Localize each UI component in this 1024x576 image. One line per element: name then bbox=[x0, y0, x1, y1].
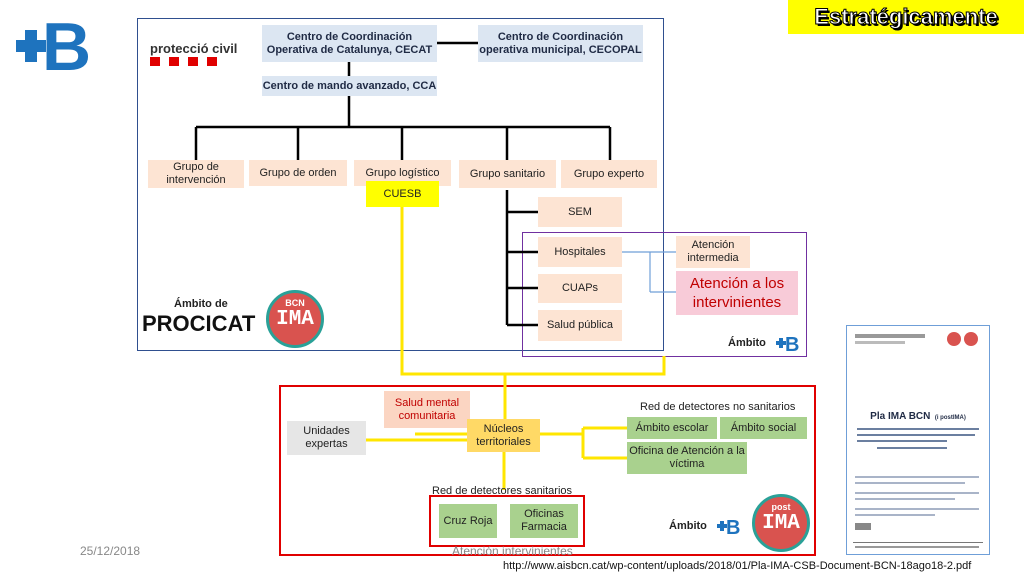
procicat-ambito-label: Ámbito de bbox=[174, 298, 228, 310]
plus-b-logo-icon: B bbox=[717, 517, 740, 539]
node-atencion-intervinientes: Atención a los intervinientes bbox=[676, 271, 798, 315]
ima-badge-procicat: BCN IMA bbox=[266, 290, 324, 348]
procicat-title: PROCICAT bbox=[142, 311, 256, 336]
plus-b-logo-icon: B bbox=[776, 334, 799, 356]
document-text-line bbox=[877, 447, 947, 449]
node-cecat: Centro de Coordinación Operativa de Cata… bbox=[262, 25, 437, 62]
node-cuesb: CUESB bbox=[366, 181, 439, 207]
logo-b-letter: B bbox=[42, 9, 92, 85]
proteccio-civil-stripes-icon bbox=[150, 57, 217, 66]
plus-b-logo-icon bbox=[16, 30, 46, 62]
document-header-bar-2 bbox=[855, 341, 905, 344]
proteccio-civil-logo: protecció civil bbox=[150, 40, 250, 70]
ima-badge-main: IMA bbox=[276, 308, 314, 331]
ima-badge-post-main: IMA bbox=[762, 512, 800, 535]
ambito-label-1: Ámbito bbox=[728, 337, 766, 349]
node-sem: SEM bbox=[538, 197, 622, 227]
footer-url[interactable]: http://www.aisbcn.cat/wp-content/uploads… bbox=[503, 560, 972, 572]
document-text-line bbox=[855, 492, 979, 494]
barcelona-logo: B bbox=[16, 9, 96, 85]
node-grupo-orden: Grupo de orden bbox=[249, 160, 347, 186]
node-salud-publica: Salud pública bbox=[538, 310, 622, 341]
small-b-logo-2: B bbox=[717, 516, 745, 539]
node-cecopal: Centro de Coordinación operativa municip… bbox=[478, 25, 643, 62]
node-salud-mental: Salud mental comunitaria bbox=[384, 391, 470, 428]
document-footer-text bbox=[855, 546, 979, 548]
node-ambito-social: Ámbito social bbox=[720, 417, 807, 439]
document-cc-icon bbox=[855, 523, 871, 530]
node-atencion-intermedia: Atención intermedia bbox=[676, 236, 750, 268]
node-ambito-escolar: Ámbito escolar bbox=[627, 417, 717, 439]
node-grupo-intervencion: Grupo de intervención bbox=[148, 160, 244, 188]
document-text-line bbox=[855, 498, 955, 500]
proteccio-civil-text: protecció civil bbox=[150, 41, 238, 56]
node-cuaps: CUAPs bbox=[538, 274, 622, 303]
node-oficinas-farmacia: Oficinas Farmacia bbox=[510, 504, 578, 538]
document-header-bar bbox=[855, 334, 925, 338]
ima-badge-post: post IMA bbox=[752, 494, 810, 552]
document-ima-mini-icon-2 bbox=[964, 332, 978, 346]
document-text-line bbox=[857, 428, 979, 430]
document-title-block: Pla IMA BCN (i postIMA) bbox=[847, 406, 989, 424]
red-no-sanitarios-label: Red de detectores no sanitarios bbox=[640, 401, 796, 413]
document-subtitle: (i postIMA) bbox=[934, 415, 966, 421]
node-unidades-expertas: Unidades expertas bbox=[287, 421, 366, 455]
document-text-line bbox=[857, 440, 947, 442]
bcn-frame bbox=[279, 385, 816, 556]
ima-badge-post-top: post bbox=[771, 502, 791, 512]
document-text-line bbox=[855, 508, 979, 510]
document-text-line bbox=[857, 434, 975, 436]
ima-badge-top: BCN bbox=[285, 298, 305, 308]
document-text-line bbox=[855, 482, 965, 484]
svg-text:B: B bbox=[726, 517, 740, 536]
node-oficina-atencion: Oficina de Atención a la víctima bbox=[627, 442, 747, 474]
document-ima-mini-icon bbox=[947, 332, 961, 346]
red-sanitarios-label: Red de detectores sanitarios bbox=[432, 485, 573, 497]
node-cca: Centro de mando avanzado, CCA bbox=[262, 76, 437, 96]
document-footer-line bbox=[853, 542, 983, 543]
document-thumbnail[interactable]: Pla IMA BCN (i postIMA) bbox=[846, 325, 990, 555]
document-title: Pla IMA BCN bbox=[870, 411, 931, 422]
document-text-line bbox=[855, 514, 935, 516]
footer-center: Atención intervinientes bbox=[452, 544, 573, 558]
node-cruz-roja: Cruz Roja bbox=[439, 504, 497, 538]
footer-date: 25/12/2018 bbox=[80, 544, 141, 558]
ambito-label-2: Ámbito bbox=[669, 520, 707, 532]
title-banner: Estratégicamente bbox=[788, 0, 1024, 34]
small-b-logo-1: B bbox=[776, 333, 804, 356]
sanitarios-detectors-frame bbox=[429, 495, 585, 547]
node-nucleos: Núcleos territoriales bbox=[467, 419, 540, 452]
node-grupo-experto: Grupo experto bbox=[561, 160, 657, 188]
document-text-line bbox=[855, 476, 979, 478]
page-title: Estratégicamente bbox=[814, 4, 998, 30]
node-hospitales: Hospitales bbox=[538, 237, 622, 267]
node-grupo-sanitario: Grupo sanitario bbox=[459, 160, 556, 188]
svg-text:B: B bbox=[785, 334, 799, 353]
